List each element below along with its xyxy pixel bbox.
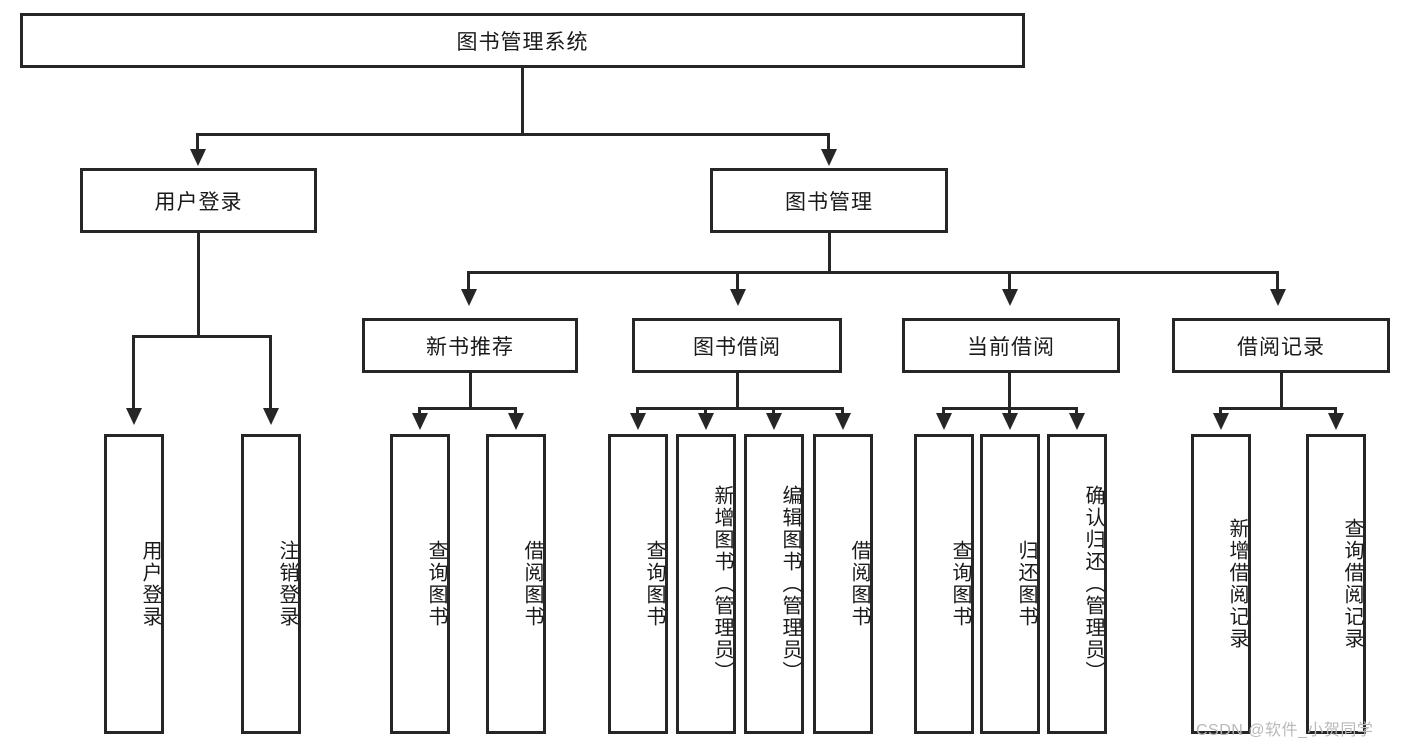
arrowhead-to-book-borrow xyxy=(730,289,746,306)
arrowhead-book-borrow-leaf-2 xyxy=(698,413,714,430)
leaf-current-borrow-query[interactable]: 查询图书 xyxy=(914,434,974,734)
arrowhead-book-borrow-leaf-3 xyxy=(766,413,782,430)
arrowhead-book-borrow-leaf-1 xyxy=(630,413,646,430)
connector-root-bus xyxy=(196,133,830,136)
leaf-book-borrow-add[interactable]: 新增图书（管理员） xyxy=(676,434,736,734)
node-label: 编辑图书（管理员） xyxy=(779,485,801,683)
arrowhead-to-new-book xyxy=(461,289,477,306)
arrowhead-new-book-leaf-1 xyxy=(412,413,428,430)
leaf-current-borrow-return[interactable]: 归还图书 xyxy=(980,434,1040,734)
node-label: 确认归还（管理员） xyxy=(1082,485,1104,683)
leaf-new-book-borrow[interactable]: 借阅图书 xyxy=(486,434,546,734)
leaf-current-borrow-confirm-return[interactable]: 确认归还（管理员） xyxy=(1047,434,1107,734)
node-label: 查询图书 xyxy=(425,540,447,628)
leaf-book-borrow-borrow[interactable]: 借阅图书 xyxy=(813,434,873,734)
node-label: 注销登录 xyxy=(276,540,298,628)
connector-borrow-record-drop-2 xyxy=(1334,407,1337,415)
connector-book-borrow-bus xyxy=(636,407,844,410)
connector-book-manage-drop-1 xyxy=(467,271,470,291)
node-label: 新增借阅记录 xyxy=(1226,518,1248,650)
connector-new-book-bus xyxy=(418,407,517,410)
arrowhead-book-borrow-leaf-4 xyxy=(835,413,851,430)
connector-book-manage-bus xyxy=(467,271,1279,274)
arrowhead-borrow-record-leaf-1 xyxy=(1213,413,1229,430)
connector-book-manage-drop-2 xyxy=(736,271,739,291)
connector-current-borrow-stem xyxy=(1008,373,1011,409)
connector-user-login-drop-2 xyxy=(269,335,272,410)
connector-borrow-record-bus xyxy=(1219,407,1337,410)
node-label: 查询借阅记录 xyxy=(1341,518,1363,650)
node-label: 归还图书 xyxy=(1015,540,1037,628)
arrowhead-to-user-login xyxy=(190,149,206,166)
connector-borrow-record-stem xyxy=(1280,373,1283,409)
connector-book-borrow-drop-3 xyxy=(772,407,775,415)
connector-book-manage-drop-4 xyxy=(1276,271,1279,291)
node-label: 借阅图书 xyxy=(521,540,543,628)
connector-current-borrow-drop-1 xyxy=(942,407,945,415)
connector-root-stem xyxy=(521,68,524,133)
node-label: 新书推荐 xyxy=(426,335,514,359)
leaf-book-borrow-query[interactable]: 查询图书 xyxy=(608,434,668,734)
leaf-user-login-logout[interactable]: 注销登录 xyxy=(241,434,301,734)
node-book-borrow[interactable]: 图书借阅 xyxy=(632,318,842,373)
node-label: 查询图书 xyxy=(643,540,665,628)
leaf-borrow-record-add[interactable]: 新增借阅记录 xyxy=(1191,434,1251,734)
connector-user-login-bus xyxy=(132,335,269,338)
connector-new-book-stem xyxy=(469,373,472,409)
node-label: 图书管理系统 xyxy=(456,30,589,54)
node-label: 图书借阅 xyxy=(693,335,781,359)
arrowhead-current-borrow-leaf-3 xyxy=(1069,413,1085,430)
arrowhead-user-login-leaf-2 xyxy=(263,408,279,425)
connector-book-borrow-drop-1 xyxy=(636,407,639,415)
arrowhead-to-borrow-record xyxy=(1270,289,1286,306)
connector-new-book-drop-1 xyxy=(418,407,421,415)
connector-borrow-record-drop-1 xyxy=(1219,407,1222,415)
node-book-management[interactable]: 图书管理 xyxy=(710,168,948,233)
leaf-new-book-query[interactable]: 查询图书 xyxy=(390,434,450,734)
connector-current-borrow-drop-2 xyxy=(1008,407,1011,415)
arrowhead-borrow-record-leaf-2 xyxy=(1328,413,1344,430)
node-label: 查询图书 xyxy=(949,540,971,628)
connector-root-drop-2 xyxy=(827,133,830,151)
node-label: 借阅图书 xyxy=(848,540,870,628)
leaf-user-login-login[interactable]: 用户登录 xyxy=(104,434,164,734)
connector-user-login-stem xyxy=(197,233,200,335)
node-root-system[interactable]: 图书管理系统 xyxy=(20,13,1025,68)
arrowhead-current-borrow-leaf-2 xyxy=(1002,413,1018,430)
node-label: 借阅记录 xyxy=(1237,335,1325,359)
node-current-borrow[interactable]: 当前借阅 xyxy=(902,318,1120,373)
connector-book-borrow-drop-4 xyxy=(841,407,844,415)
arrowhead-to-current-borrow xyxy=(1002,289,1018,306)
connector-root-drop-1 xyxy=(196,133,199,151)
connector-book-borrow-drop-2 xyxy=(704,407,707,415)
node-new-book-recommend[interactable]: 新书推荐 xyxy=(362,318,578,373)
leaf-borrow-record-query[interactable]: 查询借阅记录 xyxy=(1306,434,1366,734)
connector-new-book-drop-2 xyxy=(514,407,517,415)
connector-book-manage-stem xyxy=(828,233,831,273)
node-user-login[interactable]: 用户登录 xyxy=(80,168,317,233)
connector-current-borrow-drop-3 xyxy=(1075,407,1078,415)
connector-user-login-drop-1 xyxy=(132,335,135,410)
csdn-watermark: CSDN @软件_小贺同学 xyxy=(1196,722,1374,739)
leaf-book-borrow-edit[interactable]: 编辑图书（管理员） xyxy=(744,434,804,734)
connector-book-borrow-stem xyxy=(736,373,739,409)
arrowhead-to-book-manage xyxy=(821,149,837,166)
arrowhead-user-login-leaf-1 xyxy=(126,408,142,425)
arrowhead-current-borrow-leaf-1 xyxy=(936,413,952,430)
node-label: 用户登录 xyxy=(139,540,161,628)
node-borrow-record[interactable]: 借阅记录 xyxy=(1172,318,1390,373)
node-label: 用户登录 xyxy=(154,190,243,214)
arrowhead-new-book-leaf-2 xyxy=(508,413,524,430)
node-label: 当前借阅 xyxy=(967,335,1055,359)
connector-book-manage-drop-3 xyxy=(1008,271,1011,291)
node-label: 图书管理 xyxy=(785,190,873,214)
node-label: 新增图书（管理员） xyxy=(711,485,733,683)
